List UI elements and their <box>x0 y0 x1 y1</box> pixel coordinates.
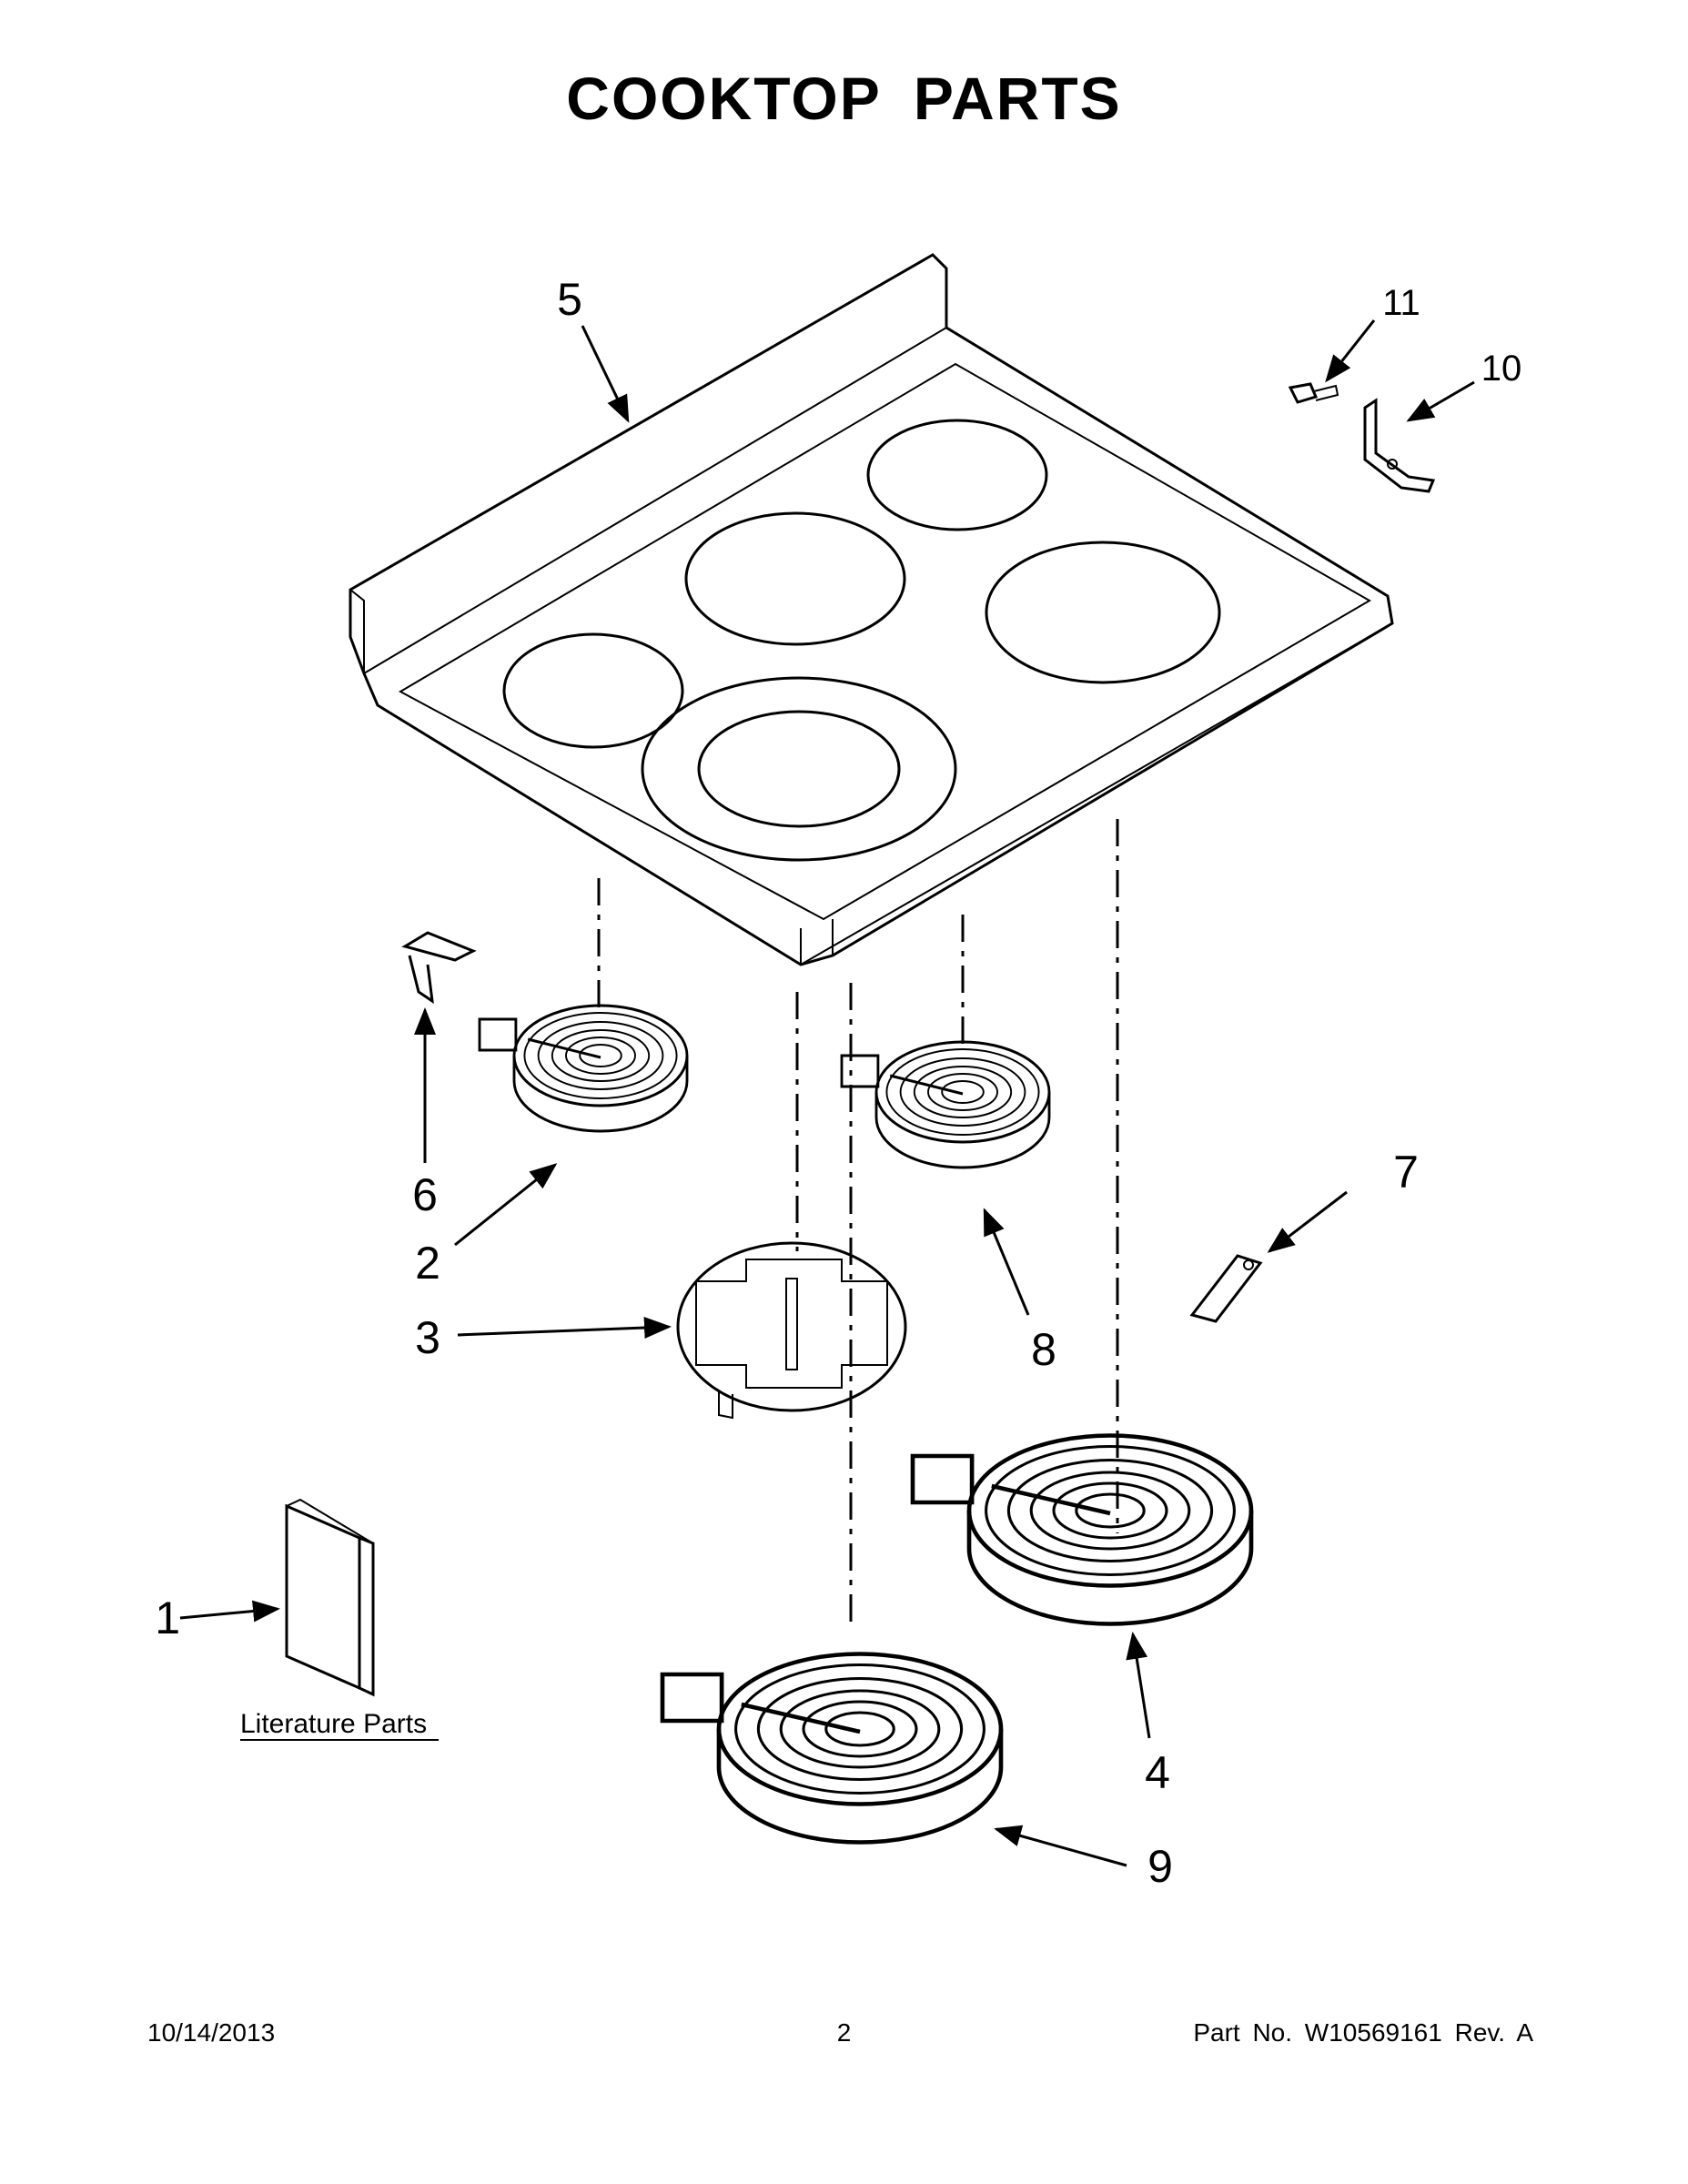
footer-date: 10/14/2013 <box>147 2018 276 2047</box>
callout-11: 11 <box>1382 283 1420 323</box>
callout-8: 8 <box>1031 1324 1056 1375</box>
screw-part <box>1288 382 1339 404</box>
small-radiant-element-8 <box>840 1040 1051 1169</box>
small-radiant-element <box>478 1004 689 1133</box>
callout-7: 7 <box>1393 1147 1419 1198</box>
leader-arrows <box>179 319 1475 1867</box>
callout-1: 1 <box>155 1592 180 1643</box>
callout-4: 4 <box>1145 1747 1170 1798</box>
literature-booklet <box>285 1498 375 1697</box>
callout-9: 9 <box>1147 1841 1173 1892</box>
footer-part-number: Part No. W10569161 Rev. A <box>1193 2018 1533 2047</box>
large-radiant-element-9 <box>662 1654 1001 1843</box>
callout-3: 3 <box>415 1312 440 1363</box>
alignment-lines <box>597 819 1119 1629</box>
callout-6: 6 <box>412 1169 438 1220</box>
insulation-disc <box>676 1241 907 1420</box>
callout-2: 2 <box>415 1238 440 1289</box>
callout-5: 5 <box>557 274 582 325</box>
bracket-part <box>1363 398 1436 493</box>
large-radiant-element <box>913 1436 1251 1624</box>
callout-10: 10 <box>1481 349 1522 389</box>
connector-part <box>1189 1254 1263 1323</box>
footer-page-number: 2 <box>836 2018 852 2047</box>
cooktop-panel <box>349 253 1394 966</box>
page-title: COOKTOP PARTS <box>566 65 1122 132</box>
limiter-clip-part <box>401 931 477 1005</box>
literature-parts-label: Literature Parts <box>240 1709 427 1739</box>
